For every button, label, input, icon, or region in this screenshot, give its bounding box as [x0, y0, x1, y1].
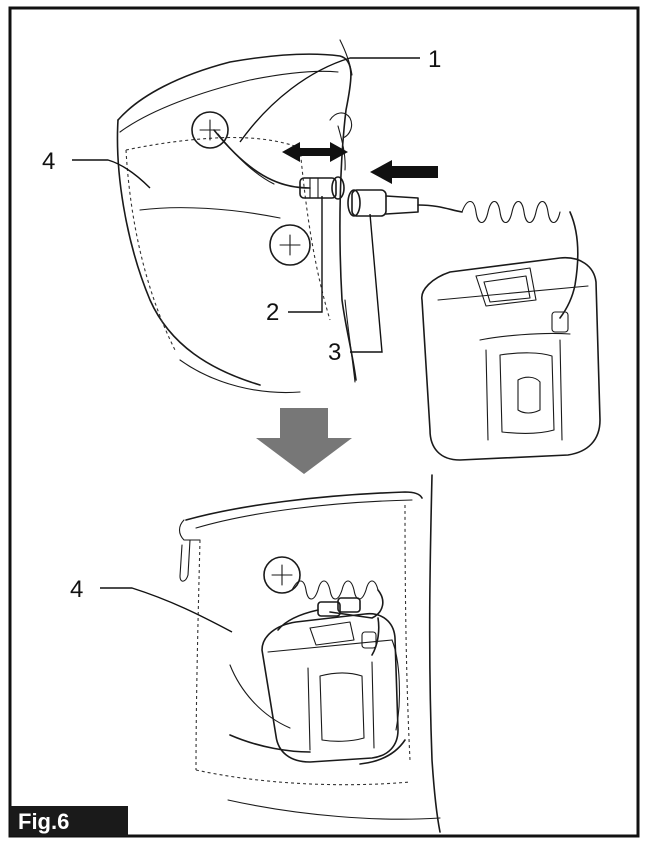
battery-cable — [347, 189, 579, 319]
callout-3: 3 — [328, 339, 341, 366]
jacket-cable — [213, 129, 345, 200]
jacket-bottom — [178, 474, 441, 833]
callout-1: 1 — [428, 46, 441, 73]
callout-2: 2 — [266, 299, 279, 326]
top-illustration: 1 2 3 4 — [42, 39, 601, 461]
battery-pack-top — [421, 257, 601, 461]
grommet-lower — [269, 224, 311, 266]
grommet-bottom — [263, 556, 301, 594]
connector-3 — [351, 189, 387, 217]
figure-label: Fig.6 — [10, 806, 128, 836]
callout-4-bottom: 4 — [70, 576, 83, 603]
bottom-callouts: 4 — [70, 576, 233, 633]
down-arrow — [256, 408, 352, 474]
top-callouts: 1 2 3 4 — [42, 46, 441, 366]
jacket-top — [116, 39, 357, 394]
bottom-illustration: 4 — [70, 474, 441, 833]
callout-4-top: 4 — [42, 148, 55, 175]
grommet-upper — [191, 111, 229, 149]
double-arrow — [282, 142, 348, 162]
battery-pack-bottom — [261, 613, 399, 763]
figure-label-text: Fig.6 — [18, 809, 69, 834]
bottom-cable — [277, 580, 384, 656]
insert-arrow — [370, 160, 438, 184]
